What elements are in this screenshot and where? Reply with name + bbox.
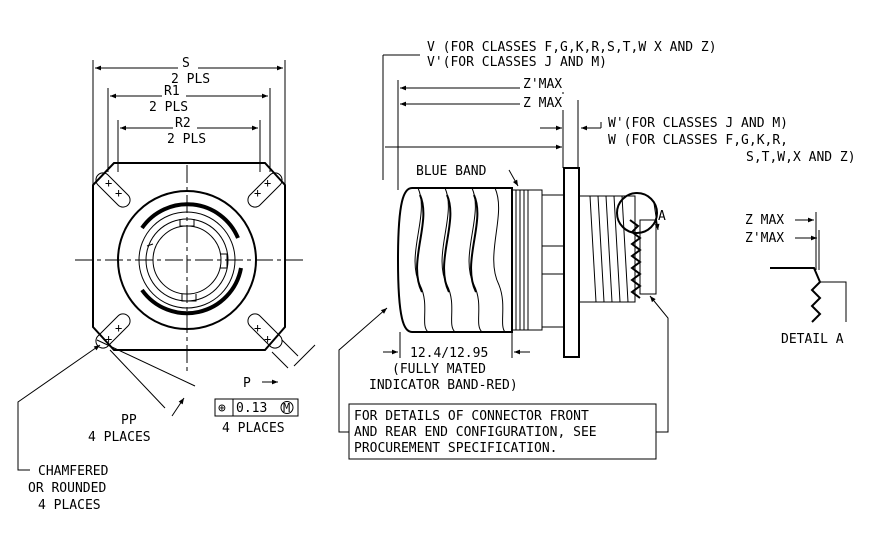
dim-r1-label: R1 (164, 84, 180, 99)
v-class-note-1: V (FOR CLASSES F,G,K,R,S,T,W X AND Z) (427, 40, 717, 55)
mounting-hole-top-right: ++ (247, 172, 283, 208)
dim-p-label: P (243, 376, 251, 391)
svg-text:0.13: 0.13 (236, 401, 267, 416)
svg-text:+: + (254, 321, 261, 335)
mounting-hole-bottom-left: ++ (95, 313, 131, 349)
svg-text:+: + (115, 321, 122, 335)
coupling-nut (396, 187, 513, 333)
side-view: BLUE BAND A V (FOR CLASSES F,G,K,R,S,T,W… (338, 40, 856, 460)
mounting-flange (563, 167, 580, 358)
z-max-label: Z MAX (523, 96, 562, 111)
dim-pp-qty: 4 PLACES (88, 430, 151, 445)
band-note-2: INDICATOR BAND-RED) (369, 378, 518, 393)
spec-note-3: PROCUREMENT SPECIFICATION. (354, 441, 558, 456)
dim-pp-label: PP (121, 413, 137, 428)
svg-text:+: + (115, 186, 122, 200)
detail-a-profile (770, 267, 822, 323)
z-prime-max-label: Z'MAX (523, 77, 562, 92)
tolerance-qty: 4 PLACES (222, 421, 285, 436)
spec-leader-rear (649, 295, 669, 433)
mounting-hole-bottom-right: ++ (247, 313, 283, 349)
w-class-note-2: W (FOR CLASSES F,G,K,R, (608, 133, 788, 148)
detail-a-z-prime-max: Z'MAX (745, 231, 784, 246)
svg-text:+: + (264, 176, 271, 190)
mounting-hole-top-left: ++ (95, 172, 131, 208)
detail-a-callout-circle (616, 192, 658, 234)
detail-a-title: DETAIL A (781, 332, 844, 347)
chamfer-leader (17, 344, 101, 471)
coupling-arc-bottom (140, 267, 243, 316)
dim-pp-leader (171, 397, 185, 417)
band-note-1: (FULLY MATED (392, 362, 486, 377)
dim-s-qty: 2 PLS (171, 72, 210, 87)
v-class-note-2: V'(FOR CLASSES J AND M) (427, 55, 607, 70)
front-view: ++ ++ ++ ++ S 2 PLS R1 2 PLS (17, 56, 316, 513)
receptacle-shell (541, 194, 565, 328)
coupling-arc-top (140, 202, 240, 239)
svg-text:+: + (105, 176, 112, 190)
front-flange-outline (92, 162, 286, 351)
w-class-note-3: S,T,W,X AND Z) (746, 150, 856, 165)
detail-a: Z MAX Z'MAX DETAIL A (745, 212, 847, 347)
dim-r2-qty: 2 PLS (167, 132, 206, 147)
detail-a-callout-label: A (658, 209, 666, 224)
w-class-note-1: W'(FOR CLASSES J AND M) (608, 116, 788, 131)
dim-r2-label: R2 (175, 116, 191, 131)
dim-r1-qty: 2 PLS (149, 100, 188, 115)
chamfer-note-3: 4 PLACES (38, 498, 101, 513)
svg-text:⊕: ⊕ (218, 401, 226, 416)
svg-text:+: + (254, 186, 261, 200)
detail-a-z-max: Z MAX (745, 213, 784, 228)
spec-note-1: FOR DETAILS OF CONNECTOR FRONT (354, 409, 589, 424)
spec-note-2: AND REAR END CONFIGURATION, SEE (354, 425, 597, 440)
chamfer-note-1: CHAMFERED (38, 464, 109, 479)
position-tolerance-frame: ⊕ 0.13 M (214, 398, 299, 417)
svg-text:M: M (283, 401, 290, 415)
coupling-thread-waves (414, 187, 506, 333)
svg-text:+: + (264, 332, 271, 346)
band-dimension: 12.4/12.95 (410, 346, 488, 361)
blue-band-label: BLUE BAND (416, 164, 487, 179)
dim-s-label: S (182, 56, 190, 71)
spec-leader-front (338, 307, 388, 433)
blue-band (511, 189, 543, 331)
chamfer-note-2: OR ROUNDED (28, 481, 106, 496)
svg-text:+: + (105, 332, 112, 346)
